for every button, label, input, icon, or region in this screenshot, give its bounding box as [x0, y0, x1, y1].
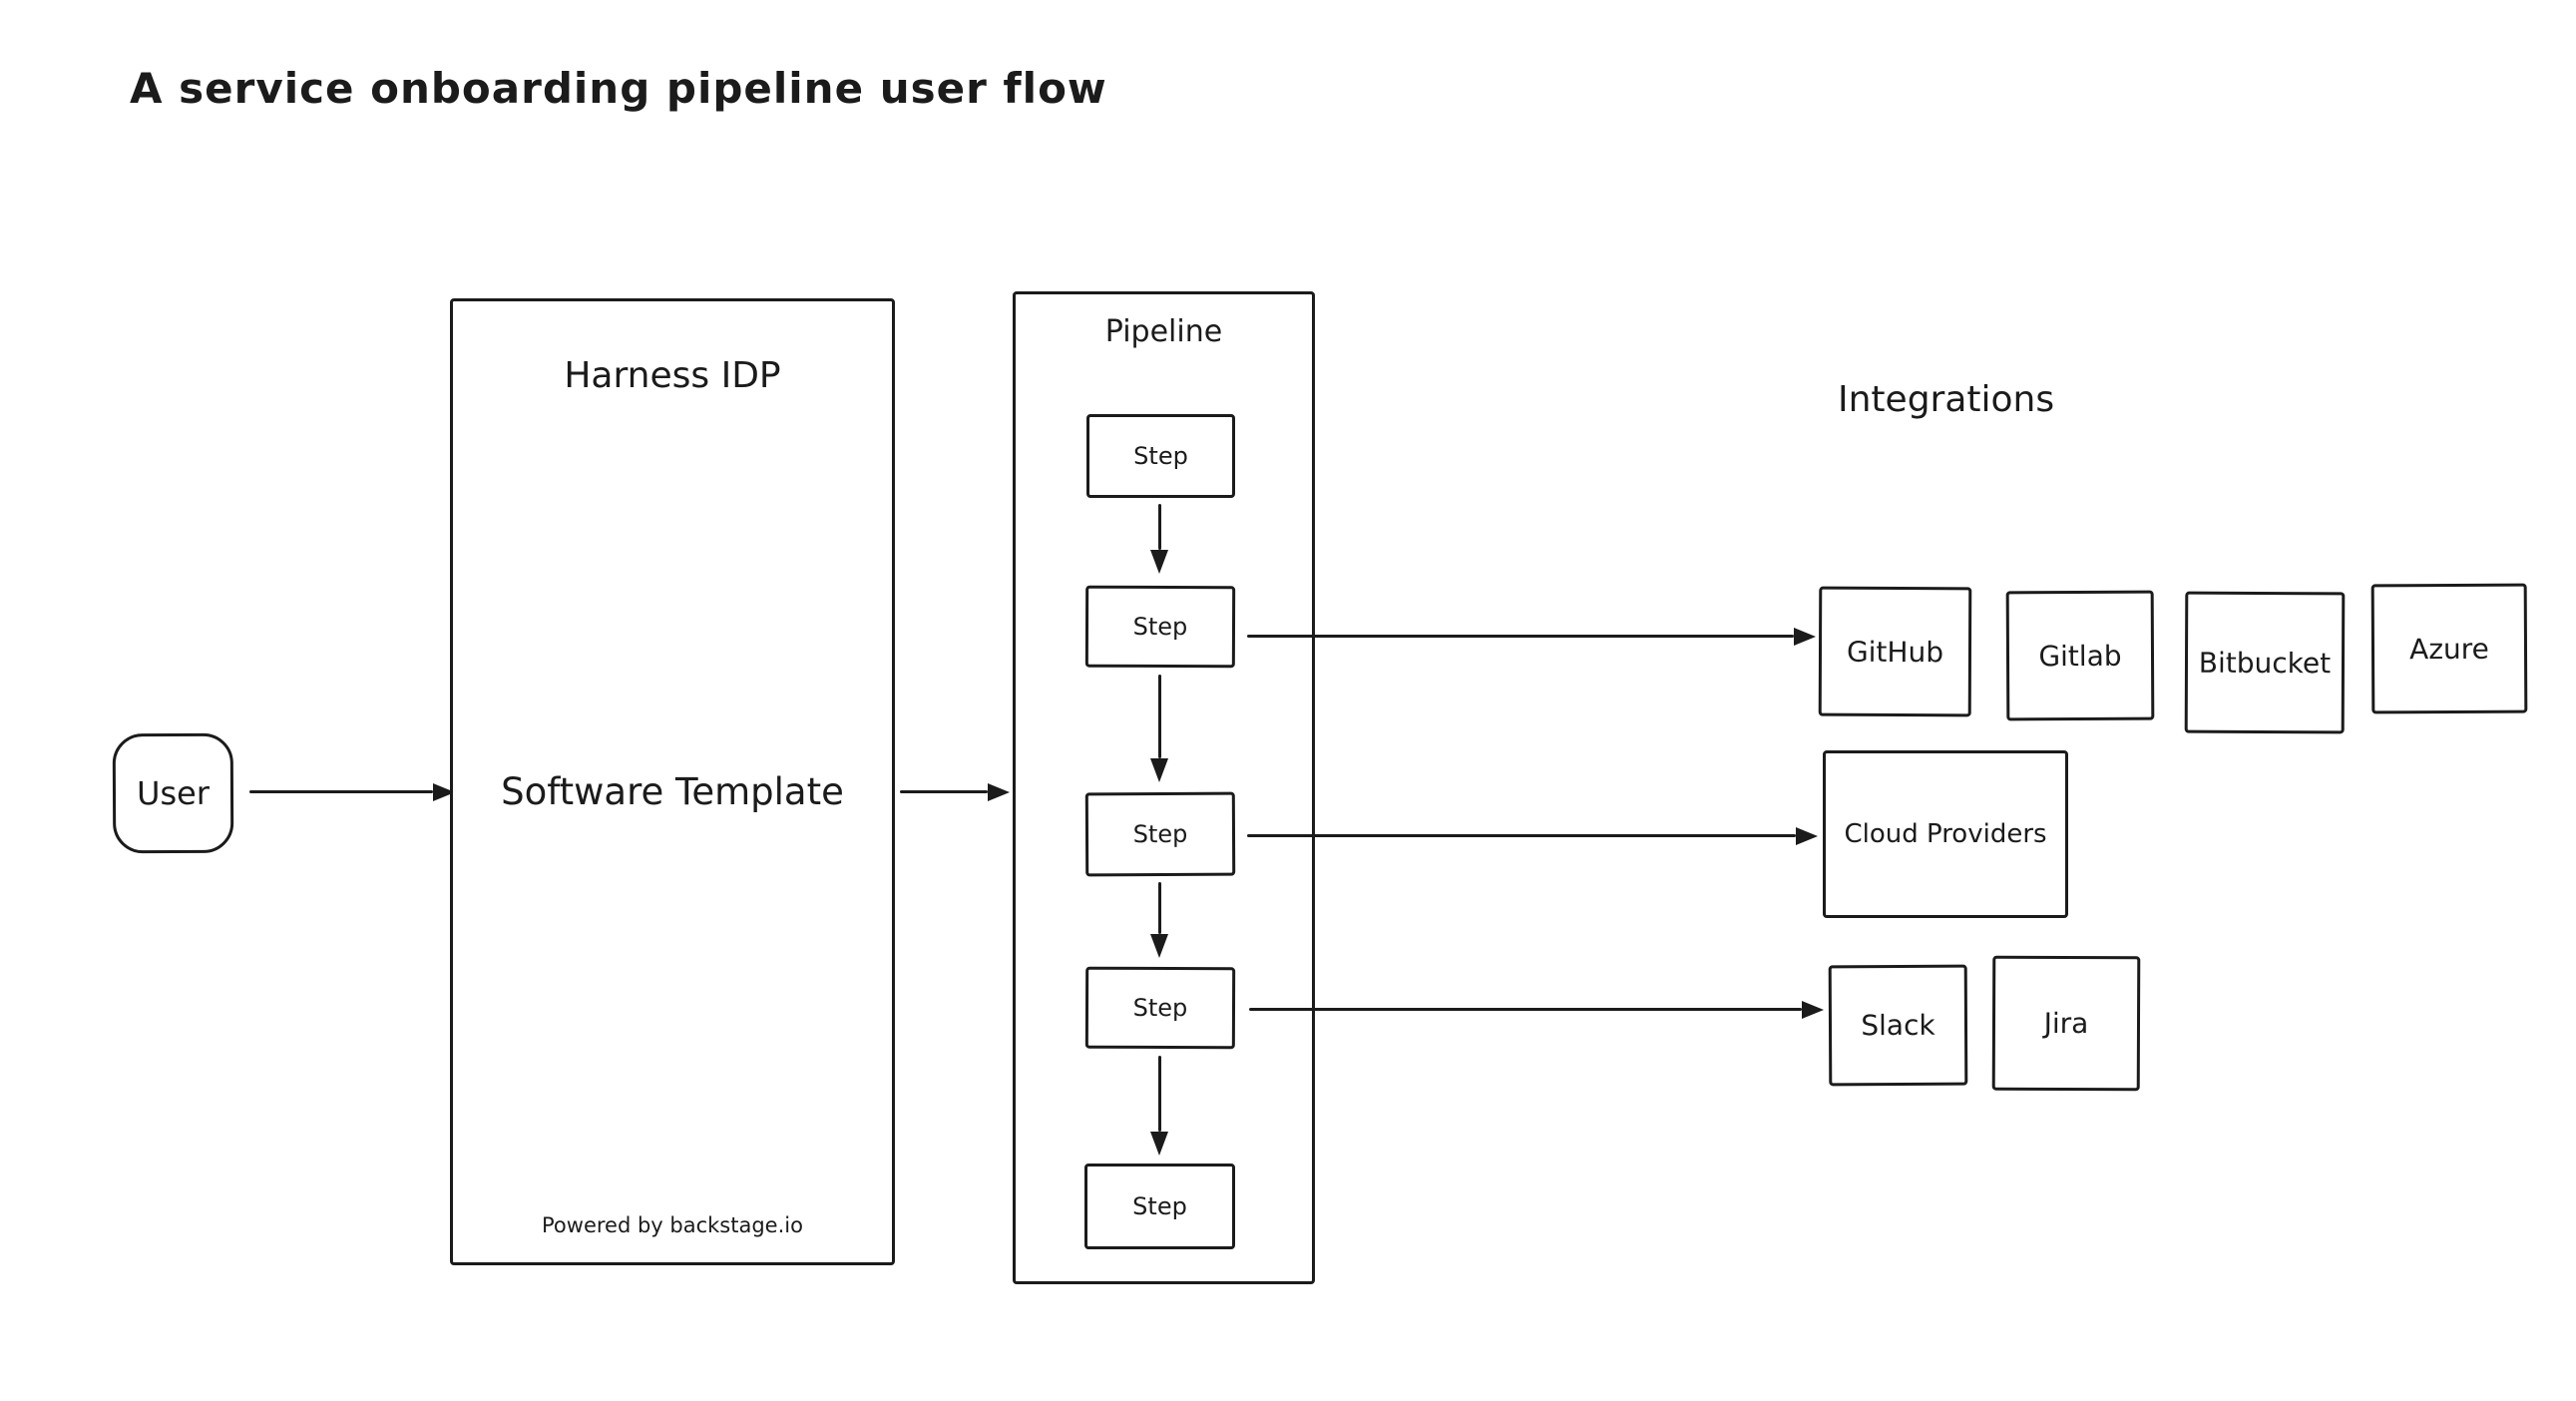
- arrow-step4-to-tools-line: [1249, 1008, 1802, 1011]
- integration-jira: Jira: [1991, 955, 2141, 1092]
- pipeline-step-1: Step: [1086, 414, 1235, 498]
- idp-title: Harness IDP: [564, 355, 781, 396]
- integration-azure: Azure: [2370, 583, 2528, 714]
- pipeline-step-3: Step: [1084, 791, 1236, 877]
- idp-center-label: Software Template: [501, 770, 844, 813]
- integrations-title: Integrations: [1838, 379, 2055, 420]
- step-label: Step: [1132, 819, 1188, 849]
- arrow-step2-step3-line: [1158, 675, 1161, 758]
- idp-box: [450, 298, 895, 1265]
- pipeline-title: Pipeline: [1104, 314, 1223, 349]
- step-label: Step: [1132, 993, 1188, 1023]
- arrow-step3-step4-head: [1150, 934, 1168, 958]
- arrow-step3-to-cloud-head: [1796, 827, 1818, 845]
- integration-label: Jira: [2043, 1006, 2089, 1041]
- arrow-step3-step4-line: [1158, 882, 1161, 934]
- arrow-step2-step3-head: [1150, 758, 1168, 782]
- integration-label: Cloud Providers: [1844, 819, 2047, 849]
- arrow-step2-to-scm-line: [1247, 635, 1794, 638]
- arrow-user-to-idp-head: [433, 783, 455, 801]
- user-label: User: [136, 773, 211, 813]
- integration-slack: Slack: [1828, 964, 1968, 1087]
- arrow-step1-step2-head: [1150, 550, 1168, 574]
- diagram-title: A service onboarding pipeline user flow: [130, 64, 1107, 113]
- integration-cloud-providers: Cloud Providers: [1823, 750, 2068, 918]
- user-node: User: [112, 732, 234, 854]
- arrow-step4-to-tools-head: [1802, 1001, 1824, 1019]
- step-label: Step: [1133, 442, 1188, 470]
- idp-footer: Powered by backstage.io: [542, 1213, 803, 1237]
- arrow-step2-to-scm-head: [1794, 628, 1816, 646]
- arrow-step3-to-cloud-line: [1247, 834, 1796, 837]
- integration-label: GitHub: [1846, 635, 1944, 669]
- integration-label: Slack: [1861, 1008, 1935, 1043]
- integration-label: Bitbucket: [2198, 646, 2332, 680]
- integration-label: Azure: [2409, 632, 2489, 666]
- integration-gitlab: Gitlab: [2005, 590, 2155, 721]
- arrow-step4-step5-head: [1150, 1132, 1168, 1156]
- pipeline-step-5: Step: [1084, 1164, 1235, 1249]
- pipeline-step-2: Step: [1084, 585, 1236, 669]
- step-label: Step: [1132, 1192, 1187, 1220]
- integration-label: Gitlab: [2038, 639, 2122, 673]
- integration-bitbucket: Bitbucket: [2184, 591, 2346, 734]
- arrow-idp-to-pipeline-head: [988, 783, 1010, 801]
- arrow-idp-to-pipeline-line: [900, 790, 988, 793]
- step-label: Step: [1132, 612, 1188, 642]
- arrow-step1-step2-line: [1158, 504, 1161, 550]
- arrow-step4-step5-line: [1158, 1056, 1161, 1132]
- arrow-user-to-idp-line: [249, 790, 433, 793]
- pipeline-step-4: Step: [1084, 966, 1236, 1050]
- integration-github: GitHub: [1818, 586, 1972, 717]
